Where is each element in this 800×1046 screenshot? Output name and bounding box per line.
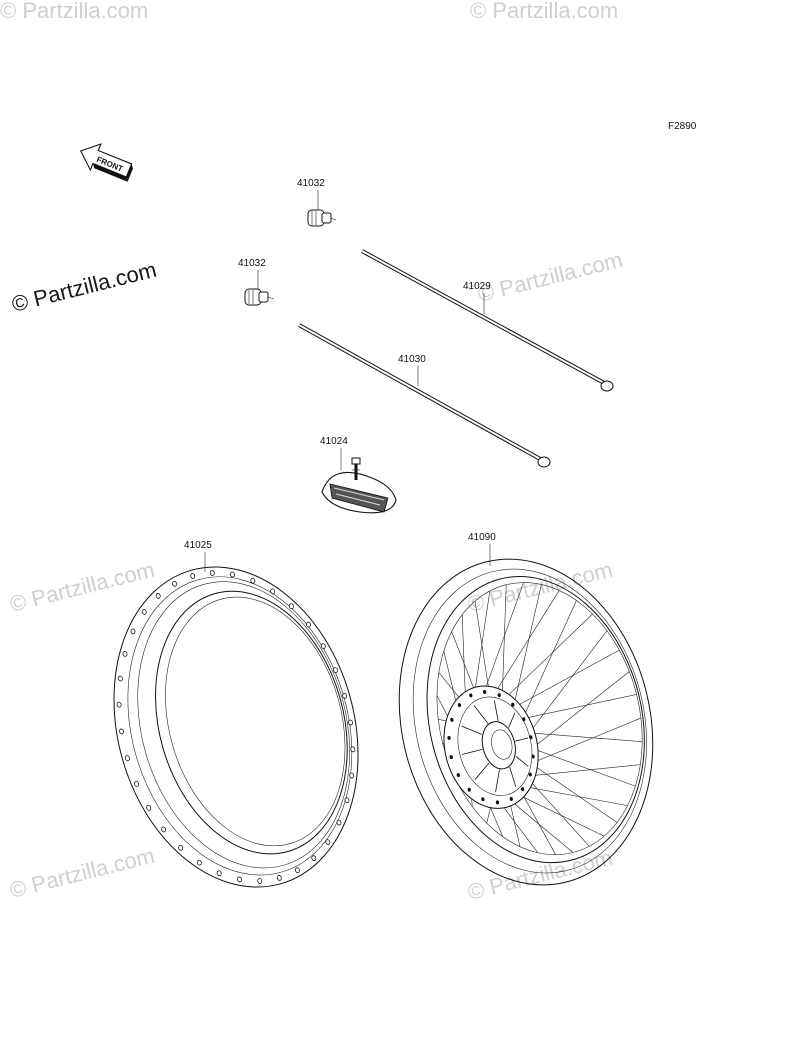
rim-band-icon (321, 457, 397, 514)
rim-icon (113, 566, 359, 888)
spoke-short-icon (298, 323, 551, 468)
figure-code: F2890 (668, 121, 697, 132)
front-arrow-icon: FRONT (79, 143, 133, 182)
spoke-long-icon (361, 249, 614, 392)
valve-cap-lower-icon (244, 288, 275, 306)
valve-cap-upper-icon (307, 209, 337, 227)
watermark: © Partzilla.com (470, 0, 618, 23)
watermark: © Partzilla.com (7, 843, 157, 903)
watermark: © Partzilla.com (0, 0, 148, 23)
part-label-spoke-long: 41029 (463, 281, 491, 292)
watermark: © Partzilla.com (7, 557, 157, 617)
watermark: © Partzilla.com (465, 557, 615, 617)
part-label-rim-band: 41024 (320, 436, 348, 447)
part-label-valve-cap-lower: 41032 (238, 258, 266, 269)
part-label-wheel-assembly: 41090 (468, 532, 496, 543)
part-label-valve-cap-upper: 41032 (297, 178, 325, 189)
watermark: © Partzilla.com (475, 247, 625, 307)
part-label-spoke-short: 41030 (398, 354, 426, 365)
part-label-rim: 41025 (184, 540, 212, 551)
wheel-assembly-icon (398, 558, 654, 886)
watermark-dark: © Partzilla.com (9, 257, 159, 317)
